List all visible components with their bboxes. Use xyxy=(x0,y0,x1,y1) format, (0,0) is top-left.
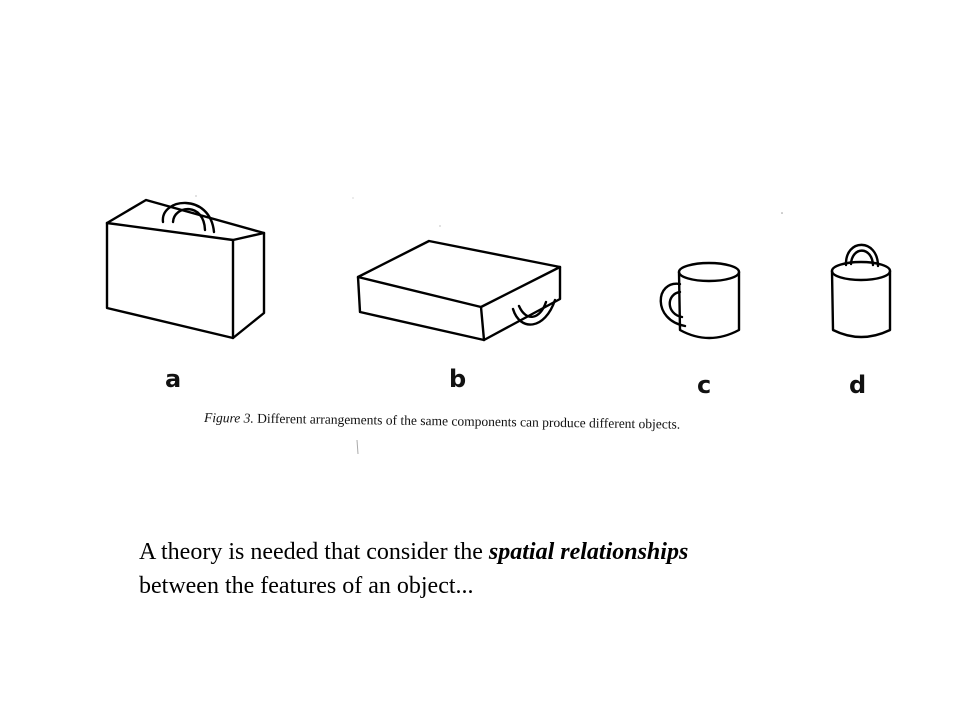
mug-drawing xyxy=(659,261,741,340)
suitcase-flat-drawing xyxy=(356,239,562,342)
text-line-2: between the features of an object... xyxy=(139,573,474,599)
text-line-1: A theory is needed that consider the spa… xyxy=(139,535,899,569)
figure-illustration: a b c d Figure 3. Different arrangements… xyxy=(105,195,892,455)
label-c: c xyxy=(697,371,711,399)
label-a: a xyxy=(165,365,181,393)
bucket-drawing xyxy=(830,243,892,339)
label-d: d xyxy=(849,371,866,399)
caption-rest: Different arrangements of the same compo… xyxy=(254,411,681,432)
emphasis-spatial-relationships: spatial relationships xyxy=(488,539,689,565)
figure-caption: Figure 3. Different arrangements of the … xyxy=(203,410,680,432)
body-text: A theory is needed that consider the spa… xyxy=(139,535,899,603)
caption-lead: Figure 3. xyxy=(203,410,254,426)
label-b: b xyxy=(449,365,466,393)
suitcase-upright-drawing xyxy=(105,198,266,340)
text-line-1-start: A theory is needed that consider the xyxy=(139,539,489,565)
